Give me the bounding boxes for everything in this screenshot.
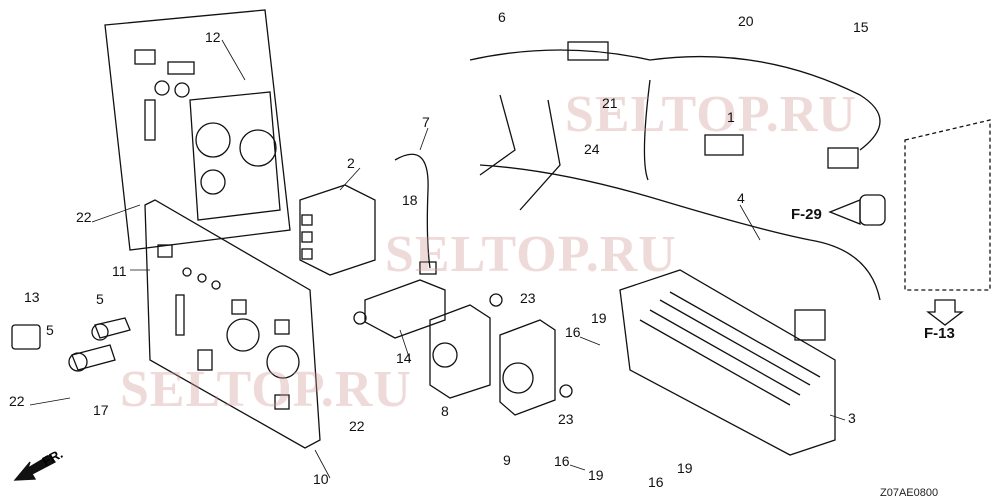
callout-22: 22: [349, 418, 365, 434]
callout-23: 23: [520, 290, 536, 306]
panel-label-sheet: [104, 9, 291, 251]
callout-6: 6: [498, 9, 506, 25]
wire-harness: [469, 49, 881, 151]
callout-16: 16: [554, 453, 570, 469]
watermark: SELTOP.RU: [120, 361, 412, 418]
switch: [11, 324, 41, 350]
callout-20: 20: [738, 13, 754, 29]
callout-22: 22: [76, 209, 92, 225]
callout-18: 18: [402, 192, 418, 208]
callout-13: 13: [24, 289, 40, 305]
callout-19: 19: [591, 310, 607, 326]
callout-10: 10: [313, 471, 329, 487]
diagram-code: Z07AE0800: [880, 487, 939, 499]
callout-3: 3: [848, 410, 856, 426]
callout-19: 19: [588, 467, 604, 483]
watermark: SELTOP.RU: [565, 86, 857, 143]
callout-8: 8: [441, 403, 449, 419]
callout-11: 11: [112, 263, 127, 279]
callout-16: 16: [565, 324, 581, 340]
callout-4: 4: [737, 190, 745, 206]
callout-7: 7: [422, 114, 430, 130]
reference-f13: F-13: [924, 325, 955, 342]
callout-17: 17: [93, 402, 109, 418]
callout-5: 5: [96, 291, 104, 307]
watermark: SELTOP.RU: [385, 226, 677, 283]
callout-12: 12: [205, 29, 221, 45]
receptacle-box: [299, 184, 376, 276]
reference-f29: F-29: [791, 206, 822, 223]
callout-5: 5: [46, 322, 54, 338]
circuit-breaker: [364, 279, 446, 339]
callout-19: 19: [677, 460, 693, 476]
callout-1: 1: [727, 109, 735, 125]
front-arrow-icon: [13, 454, 56, 481]
callout-22: 22: [9, 393, 25, 409]
callout-9: 9: [503, 452, 511, 468]
callout-2: 2: [347, 155, 355, 171]
control-panel: [144, 199, 321, 449]
inverter-unit: [619, 269, 836, 456]
callout-24: 24: [584, 141, 600, 157]
callout-15: 15: [853, 19, 869, 35]
callout-21: 21: [602, 95, 618, 111]
callout-14: 14: [396, 350, 412, 366]
callout-16: 16: [648, 474, 664, 490]
callout-23: 23: [558, 411, 574, 427]
